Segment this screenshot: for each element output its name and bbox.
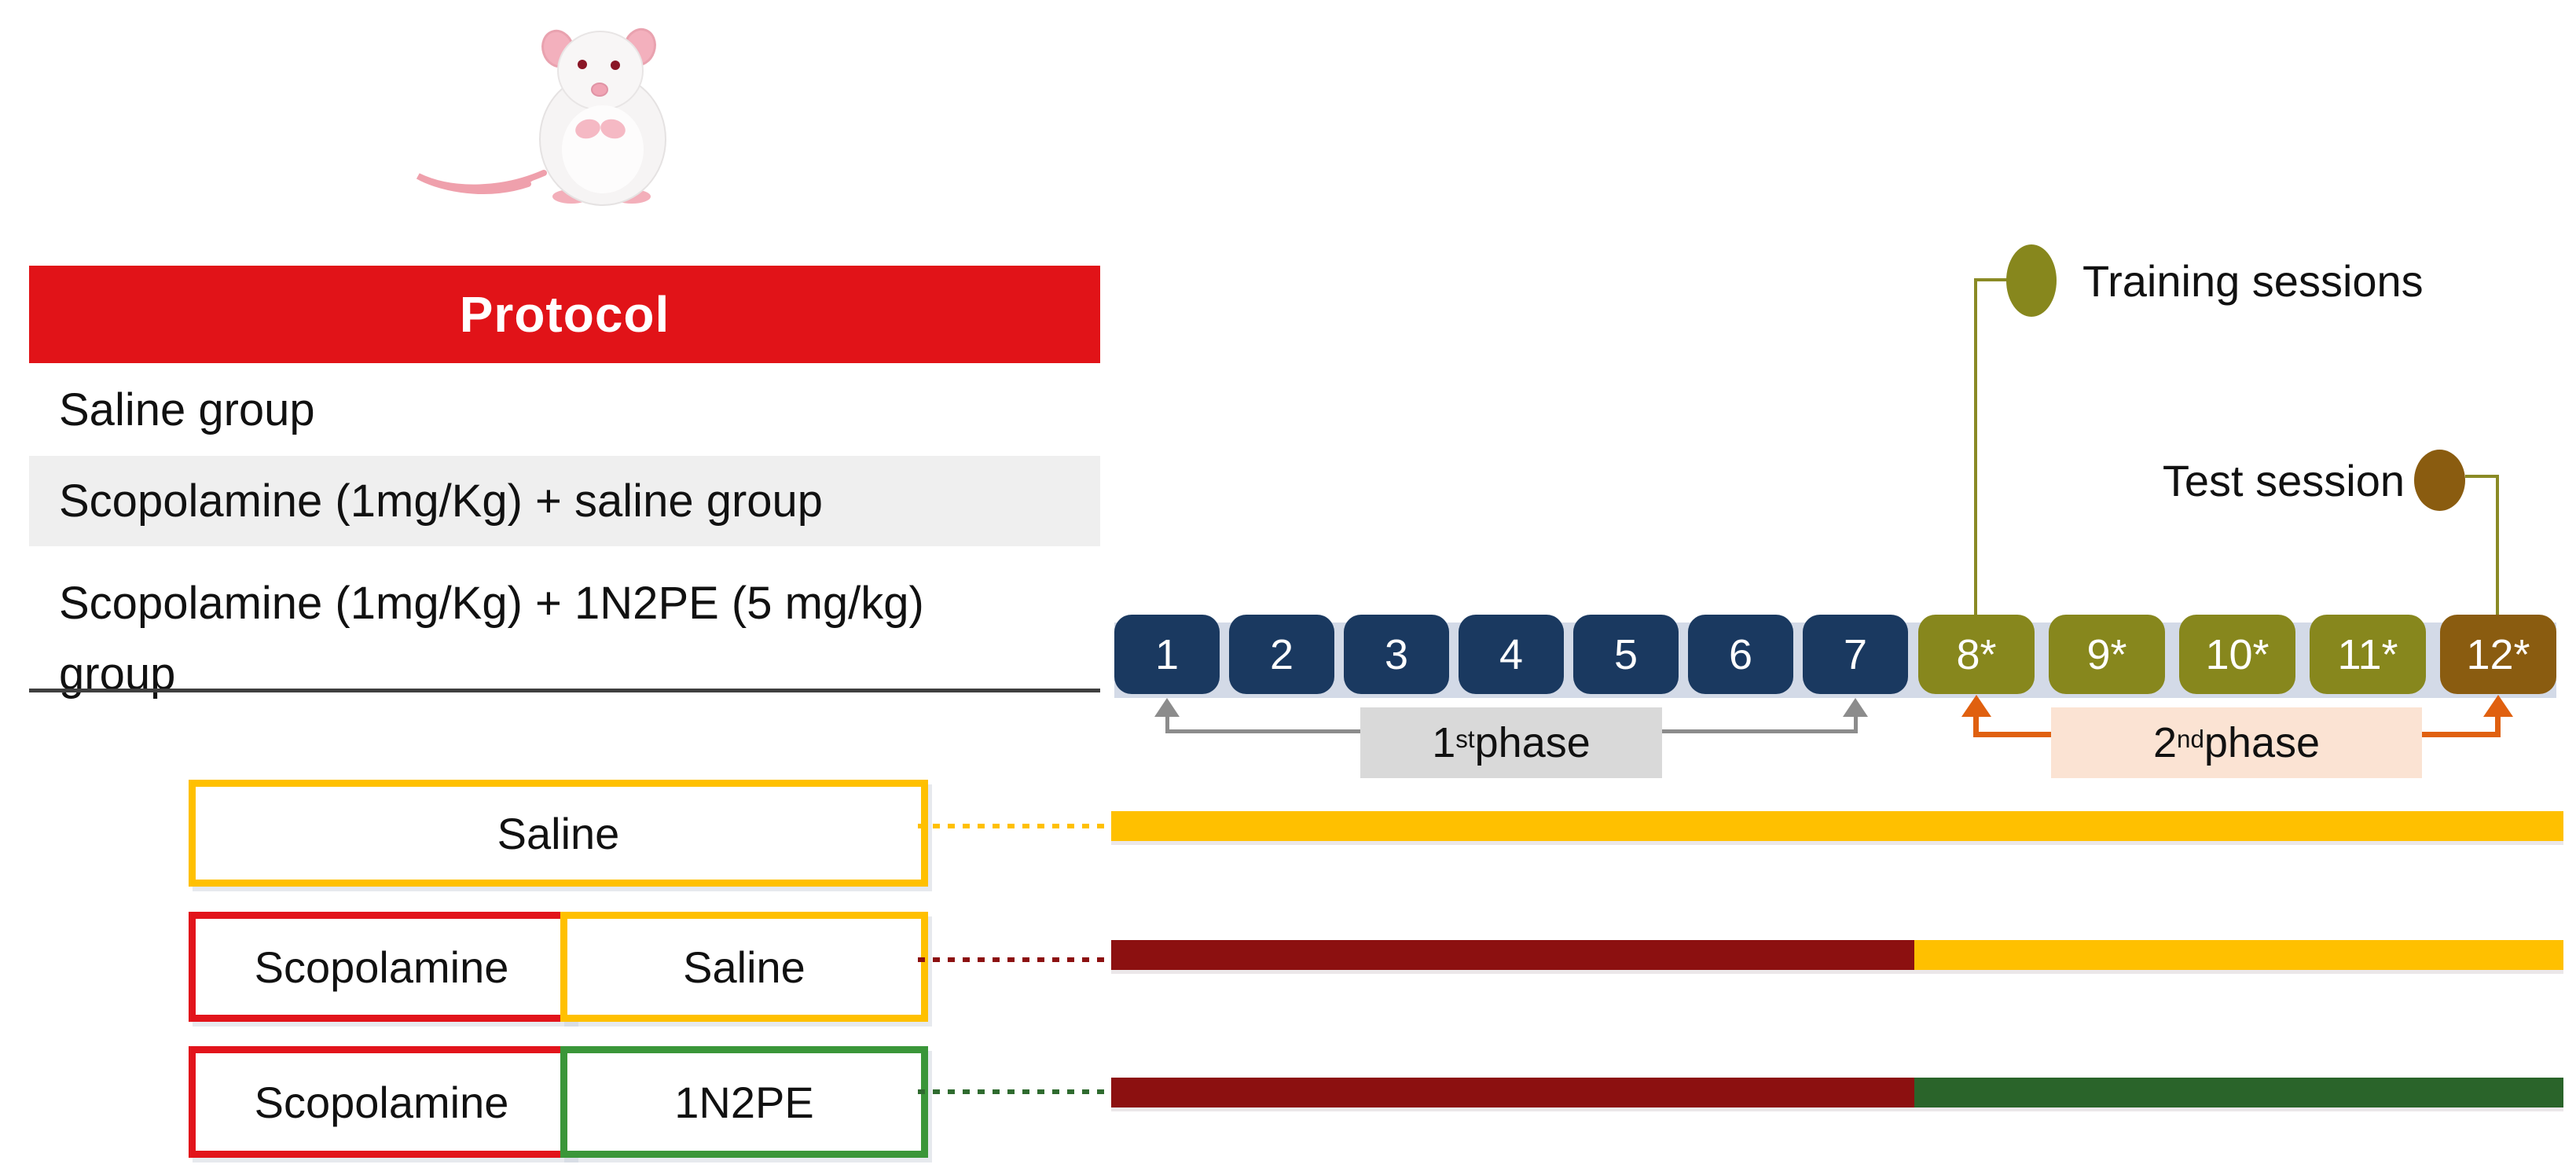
test-connector-vertical <box>2496 475 2499 615</box>
rat-icon <box>416 28 666 206</box>
group2-saline-label: Saline <box>683 942 805 992</box>
training-sessions-label: Training sessions <box>2082 255 2424 306</box>
group3-1n2pe-box: 1N2PE <box>560 1046 928 1158</box>
session-box-10: 10* <box>2179 615 2295 694</box>
group2-bar-scopolamine <box>1111 940 1914 970</box>
protocol-row-scopolamine-saline: Scopolamine (1mg/Kg) + saline group <box>29 456 1100 546</box>
test-session-dot-icon <box>2414 450 2465 511</box>
session-box-12: 12* <box>2440 615 2556 694</box>
protocol-row-text: Scopolamine (1mg/Kg) + saline group <box>59 476 824 527</box>
group3-scopolamine-label: Scopolamine <box>254 1077 509 1127</box>
session-box-3: 3 <box>1344 615 1449 694</box>
protocol-row-text: Scopolamine (1mg/Kg) + 1N2PE (5 mg/kg) g… <box>59 578 924 700</box>
group3-bar-1n2pe <box>1914 1078 2563 1107</box>
rat-tail <box>416 170 547 194</box>
protocol-row-scopolamine-1n2pe: Scopolamine (1mg/Kg) + 1N2PE (5 mg/kg) g… <box>29 546 1100 700</box>
group2-scopolamine-box: Scopolamine <box>189 912 574 1022</box>
test-session-label: Test session <box>2162 455 2405 505</box>
session-box-6: 6 <box>1688 615 1793 694</box>
session-box-4: 4 <box>1459 615 1564 694</box>
protocol-row-text: Saline group <box>59 384 315 435</box>
session-box-5: 5 <box>1573 615 1679 694</box>
protocol-row-saline: Saline group <box>29 363 1100 456</box>
session-box-9: 9* <box>2049 615 2165 694</box>
phase1-bracket-left <box>1165 712 1169 733</box>
protocol-title: Protocol <box>459 286 670 343</box>
table-bottom-border <box>29 689 1100 692</box>
phase2-bracket-right <box>2495 712 2501 737</box>
group3-scopolamine-box: Scopolamine <box>189 1046 574 1158</box>
test-connector-horizontal <box>2465 475 2499 478</box>
phase2-bracket-left <box>1973 712 1979 737</box>
group1-saline-box: Saline <box>189 780 928 887</box>
group2-connector-dashes <box>918 957 1111 962</box>
session-box-1: 1 <box>1114 615 1220 694</box>
session-box-2: 2 <box>1229 615 1334 694</box>
session-box-8: 8* <box>1918 615 2035 694</box>
group3-connector-dashes <box>918 1089 1111 1094</box>
training-connector-horizontal <box>1974 278 2009 281</box>
protocol-table-header: Protocol <box>29 266 1100 363</box>
training-sessions-dot-icon <box>2006 244 2057 317</box>
group1-bar-saline <box>1111 811 2563 841</box>
group2-scopolamine-label: Scopolamine <box>254 942 509 992</box>
phase1-bracket-right <box>1854 712 1858 733</box>
group1-saline-label: Saline <box>497 808 620 858</box>
group3-bar-scopolamine <box>1111 1078 1914 1107</box>
group2-bar-saline <box>1914 940 2563 970</box>
group3-1n2pe-label: 1N2PE <box>674 1077 814 1127</box>
group2-saline-box: Saline <box>560 912 928 1022</box>
training-connector-vertical <box>1974 278 1977 615</box>
session-box-11: 11* <box>2310 615 2426 694</box>
session-box-7: 7 <box>1803 615 1908 694</box>
group1-connector-dashes <box>918 824 1111 828</box>
